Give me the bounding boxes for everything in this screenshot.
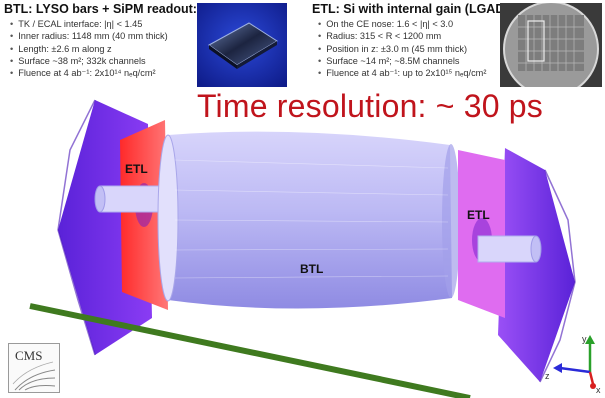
etl-bullet: Position in z: ±3.0 m (45 mm thick) xyxy=(312,43,497,55)
etl-bullet-list: On the CE nose: 1.6 < |η| < 3.0 Radius: … xyxy=(312,18,497,79)
btl-panel-title: BTL: LYSO bars + SiPM readout: xyxy=(4,2,197,16)
lgad-wafer-photo xyxy=(500,1,602,97)
btl-panel: BTL: LYSO bars + SiPM readout: TK / ECAL… xyxy=(4,2,199,79)
etl-right-label: ETL xyxy=(467,208,490,222)
axis-label-z: z xyxy=(545,371,550,381)
etl-bullet: Fluence at 4 ab⁻¹: up to 2x10¹⁵ nₑq/cm² xyxy=(312,67,497,79)
axis-label-y: y xyxy=(582,334,587,344)
btl-barrel xyxy=(168,131,452,309)
etl-panel: ETL: Si with internal gain (LGAD): On th… xyxy=(312,2,513,79)
etl-bullet: On the CE nose: 1.6 < |η| < 3.0 xyxy=(312,18,497,30)
cms-logo: CMS xyxy=(8,343,60,393)
btl-label: BTL xyxy=(300,262,324,276)
btl-bullet: Length: ±2.6 m along z xyxy=(4,43,199,55)
green-slash-line xyxy=(29,303,471,398)
axis-triad xyxy=(553,335,596,389)
etl-panel-title: ETL: Si with internal gain (LGAD): xyxy=(312,2,513,16)
btl-bullet-list: TK / ECAL interface: |η| < 1.45 Inner ra… xyxy=(4,18,199,79)
axis-label-x: x xyxy=(596,385,601,395)
etl-bullet: Radius: 315 < R < 1200 mm xyxy=(312,30,497,42)
btl-bullet: TK / ECAL interface: |η| < 1.45 xyxy=(4,18,199,30)
etl-left-label: ETL xyxy=(125,162,148,176)
btl-bullet: Fluence at 4 ab⁻¹: 2x10¹⁴ nₑq/cm² xyxy=(4,67,199,79)
btl-bullet: Surface ~38 m²; 332k channels xyxy=(4,55,199,67)
etl-bullet: Surface ~14 m²; ~8.5M channels xyxy=(312,55,497,67)
headline: Time resolution: ~ 30 ps xyxy=(197,88,544,124)
lyso-module-photo xyxy=(197,3,287,87)
right-endcap xyxy=(498,148,575,382)
btl-bullet: Inner radius: 1148 mm (40 mm thick) xyxy=(4,30,199,42)
beam-pipe-right xyxy=(477,235,537,263)
cms-logo-text: CMS xyxy=(15,348,43,363)
